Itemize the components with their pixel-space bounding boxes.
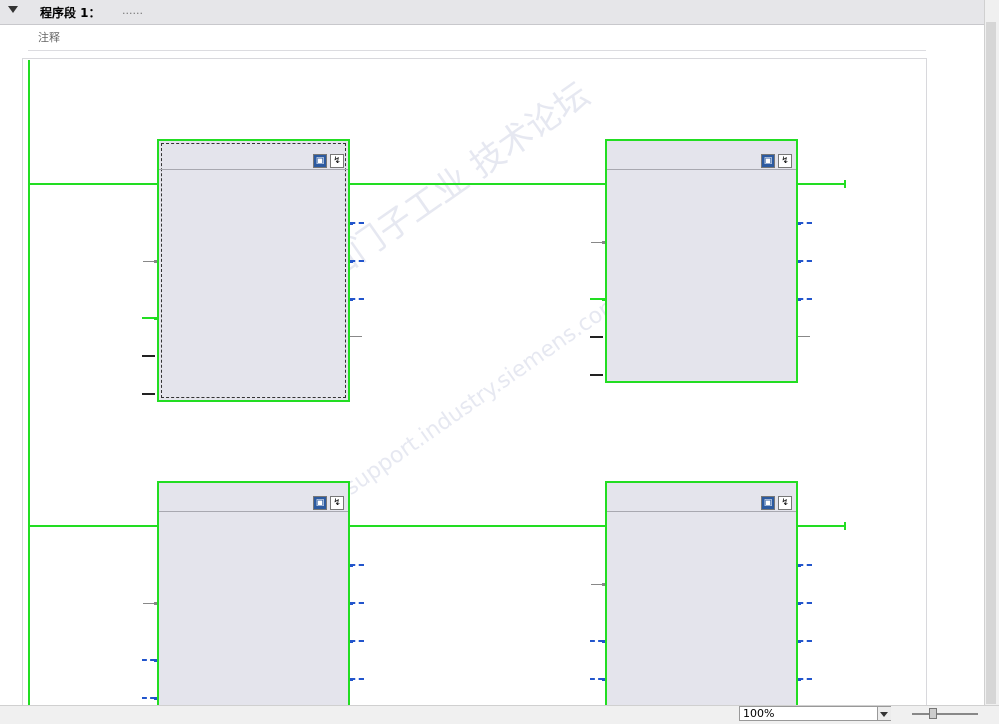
function-block-mc-power[interactable]: [605, 139, 798, 383]
input-wire: [590, 336, 603, 338]
eno-end-mark: [844, 180, 846, 188]
network-title: 程序段 1：: [40, 6, 101, 20]
eno-end-mark: [844, 522, 846, 530]
output-wire: [350, 260, 364, 264]
monitor-icon[interactable]: ▣: [313, 154, 327, 168]
output-wire-dot: [798, 564, 801, 567]
input-wire-dot: [154, 260, 157, 263]
output-wire: [798, 222, 812, 226]
zoom-slider-thumb[interactable]: [929, 708, 937, 719]
output-wire: [350, 564, 364, 568]
output-wire-dot: [798, 678, 801, 681]
output-wire-dot: [798, 222, 801, 225]
output-wire-dot: [350, 640, 353, 643]
rung-wire-3: [350, 183, 605, 185]
input-wire: [143, 603, 155, 604]
eno-wire: [798, 183, 844, 185]
chevron-down-icon: [880, 712, 888, 717]
input-wire-dot: [154, 697, 157, 700]
output-wire: [350, 336, 362, 337]
network-header[interactable]: [0, 0, 984, 25]
input-wire-dot: [154, 317, 157, 320]
output-wire-dot: [798, 602, 801, 605]
output-wire: [798, 298, 812, 302]
rung-wire-2: [30, 525, 157, 527]
output-wire: [798, 640, 812, 644]
input-wire: [142, 393, 155, 395]
block-header-divider: [607, 511, 796, 512]
output-wire-dot: [350, 678, 353, 681]
function-block-mc-reset[interactable]: [605, 481, 798, 721]
input-wire-false: [590, 640, 603, 644]
output-wire: [350, 678, 364, 682]
input-wire-dot: [602, 583, 605, 586]
vertical-scrollbar-thumb[interactable]: [986, 22, 996, 704]
input-wire-true: [142, 317, 155, 319]
output-wire-dot: [798, 298, 801, 301]
output-wire: [798, 678, 812, 682]
input-wire-dot: [602, 678, 605, 681]
output-wire-dot: [350, 298, 353, 301]
probe-icon[interactable]: ↯: [778, 154, 792, 168]
output-wire-dot: [798, 260, 801, 263]
block-header-divider: [607, 169, 796, 170]
input-wire-dot: [602, 640, 605, 643]
function-block-mc-reset[interactable]: [157, 481, 350, 721]
zoom-slider[interactable]: [912, 713, 978, 715]
input-wire: [143, 261, 155, 262]
output-wire: [350, 602, 364, 606]
output-wire: [798, 564, 812, 568]
input-wire: [591, 584, 603, 585]
block-header-divider: [159, 511, 348, 512]
output-wire-dot: [350, 602, 353, 605]
monitor-icon[interactable]: ▣: [761, 496, 775, 510]
input-wire-dot: [602, 298, 605, 301]
function-block-mc-power[interactable]: [157, 139, 350, 402]
output-wire: [350, 298, 364, 302]
rung-wire-1: [30, 183, 157, 185]
comment-divider: [28, 50, 926, 51]
output-wire-dot: [350, 222, 353, 225]
monitor-icon[interactable]: ▣: [313, 496, 327, 510]
probe-icon[interactable]: ↯: [330, 154, 344, 168]
input-wire: [590, 374, 603, 376]
output-wire-dot: [350, 260, 353, 263]
network-title-placeholder[interactable]: ......: [122, 4, 143, 17]
block-header-divider: [159, 169, 348, 170]
zoom-select[interactable]: 100%: [739, 706, 891, 721]
input-wire-false: [142, 659, 155, 663]
probe-icon[interactable]: ↯: [330, 496, 344, 510]
input-wire-false: [142, 697, 155, 701]
input-wire-dot: [154, 602, 157, 605]
network-comment[interactable]: 注释: [38, 31, 60, 44]
output-wire: [350, 640, 364, 644]
output-wire-dot: [350, 564, 353, 567]
input-wire-false: [590, 678, 603, 682]
output-wire: [798, 336, 810, 337]
output-wire: [350, 222, 364, 226]
output-wire-dot: [798, 640, 801, 643]
rung-wire-4: [350, 525, 605, 527]
input-wire-dot: [154, 659, 157, 662]
output-wire: [798, 602, 812, 606]
monitor-icon[interactable]: ▣: [761, 154, 775, 168]
input-wire-true: [590, 298, 603, 300]
input-wire: [591, 242, 603, 243]
probe-icon[interactable]: ↯: [778, 496, 792, 510]
input-wire: [142, 355, 155, 357]
eno-wire: [798, 525, 844, 527]
input-wire-dot: [602, 241, 605, 244]
collapse-arrow-icon[interactable]: [8, 6, 18, 13]
output-wire: [798, 260, 812, 264]
power-rail: [28, 60, 30, 708]
